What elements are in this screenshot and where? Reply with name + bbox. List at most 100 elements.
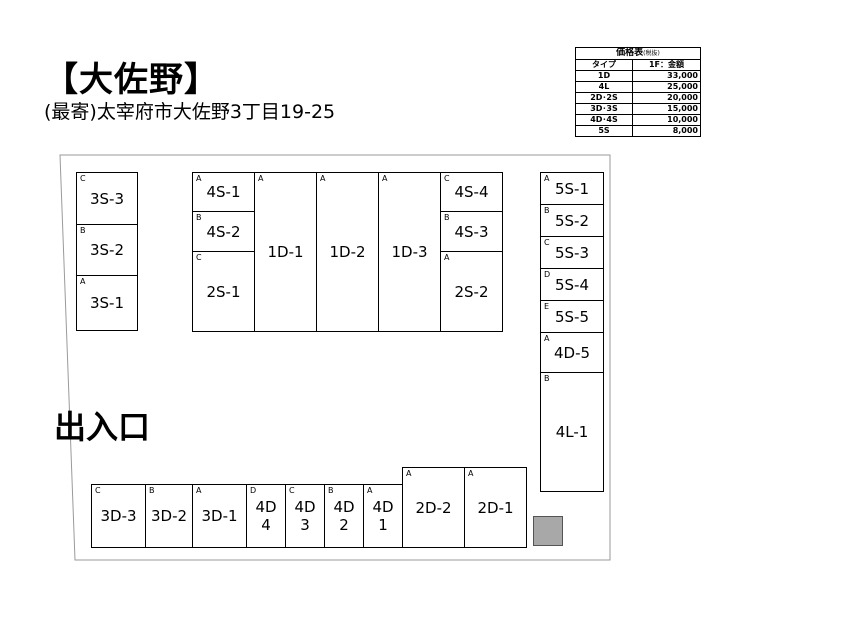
storage-unit[interactable]: C 2S-1 [192,251,255,332]
storage-unit[interactable]: A 1D-3 [378,172,441,332]
unit-grade: D [250,486,257,495]
unit-label: 3D-1 [201,507,238,525]
unit-label: 3S-1 [89,294,125,312]
unit-label: 3S-3 [89,189,125,208]
price-value: 25,000 [632,81,701,93]
unit-grade: C [196,253,202,262]
storage-unit[interactable]: A 2S-2 [440,251,503,332]
unit-grade: D [544,270,551,279]
unit-label: 3D-2 [150,507,188,525]
unit-grade: C [444,174,450,183]
unit-grade: A [367,486,373,495]
unit-grade: B [544,374,550,383]
unit-grade: B [149,486,155,495]
storage-unit[interactable]: A 4D 1 [363,484,403,548]
unit-grade: C [80,174,86,183]
page-title: 【大佐野】 [44,60,219,100]
price-type: 5S [575,125,633,137]
unit-grade: B [544,206,550,215]
unit-label: 4D 4 [255,498,277,534]
unit-label: 3S-2 [89,241,125,259]
price-value: 8,000 [632,125,701,137]
price-type: 4L [575,81,633,93]
equipment-box [533,516,563,546]
unit-grade: B [328,486,334,495]
unit-grade: A [80,277,86,286]
price-value: 15,000 [632,103,701,115]
unit-grade: A [468,469,474,478]
storage-unit[interactable]: B 3D-2 [145,484,193,548]
unit-grade: A [320,174,326,183]
unit-label: 4D 2 [333,498,355,534]
unit-grade: A [406,469,412,478]
unit-label: 2S-1 [206,282,241,301]
storage-unit[interactable]: A 4S-1 [192,172,255,212]
unit-grade: C [289,486,295,495]
entrance-label: 出入口 [54,408,151,446]
price-type: 1D [575,70,633,82]
price-value: 33,000 [632,70,701,82]
unit-label: 2S-2 [454,282,489,301]
unit-grade: A [382,174,388,183]
unit-label: 4D 1 [372,498,394,534]
unit-label: 5S-4 [554,275,590,294]
unit-grade: A [258,174,264,183]
storage-unit[interactable]: D 4D 4 [246,484,286,548]
storage-unit[interactable]: C 4S-4 [440,172,503,212]
storage-unit[interactable]: B 4L-1 [540,372,604,492]
storage-unit[interactable]: A 1D-1 [254,172,317,332]
unit-label: 5S-5 [554,307,590,326]
price-col-price: 1F：金額 [632,59,701,71]
storage-unit[interactable]: B 5S-2 [540,204,604,237]
storage-unit[interactable]: A 1D-2 [316,172,379,332]
price-table-caption: 価格表(税抜) [575,47,701,60]
storage-unit[interactable]: E 5S-5 [540,300,604,333]
price-type: 4D･4S [575,114,633,126]
unit-grade: B [80,226,86,235]
price-caption-note: (税抜) [643,50,660,57]
unit-label: 1D-1 [267,243,304,261]
storage-unit[interactable]: B 4D 2 [324,484,364,548]
unit-grade: A [196,486,202,495]
unit-label: 1D-3 [391,243,428,261]
price-type: 2D･2S [575,92,633,104]
unit-label: 4S-1 [206,183,241,201]
price-type: 3D･3S [575,103,633,115]
storage-unit[interactable]: A 3D-1 [192,484,247,548]
price-caption-text: 価格表 [616,48,644,58]
price-col-type: タイプ [575,59,633,71]
unit-label: 4S-4 [454,183,489,201]
unit-label: 4S-3 [454,222,489,241]
unit-grade: A [196,174,202,183]
unit-label: 1D-2 [329,243,366,261]
unit-grade: A [544,174,550,183]
unit-label: 4L-1 [555,423,589,441]
unit-grade: C [95,486,101,495]
unit-grade: E [544,302,550,311]
unit-label: 5S-3 [554,243,590,262]
unit-label: 4S-2 [206,222,241,241]
unit-label: 5S-2 [554,211,590,230]
address-text: (最寄)太宰府市大佐野3丁目19-25 [44,101,336,123]
storage-unit[interactable]: A 2D-1 [464,467,527,548]
unit-grade: A [444,253,450,262]
unit-label: 2D-1 [477,498,514,517]
